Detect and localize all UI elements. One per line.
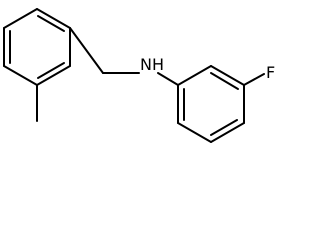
nitrogen-label: N bbox=[140, 55, 152, 74]
double-bond-ring1-bottom bbox=[37, 62, 65, 79]
double-bond-ring2-bottom bbox=[210, 119, 238, 136]
fluorine-bond bbox=[243, 73, 265, 86]
right-benzene-ring bbox=[177, 65, 245, 143]
double-bond-ring1-top bbox=[37, 15, 65, 32]
bond-ring1-d bbox=[3, 65, 38, 86]
bond-ring1-a bbox=[36, 8, 71, 29]
bond-ring2-d bbox=[210, 122, 245, 143]
left-benzene-ring bbox=[3, 8, 71, 86]
hydrogen-label: H bbox=[152, 55, 164, 74]
bond-ring2-e bbox=[177, 122, 212, 143]
bond-ring2-b bbox=[210, 65, 245, 86]
fluorine-label: F bbox=[266, 63, 275, 82]
n-aryl-bond bbox=[157, 72, 179, 86]
double-bond-ring2-top bbox=[210, 72, 239, 90]
bond-ring2-a bbox=[177, 65, 212, 86]
bond-ring1-c bbox=[36, 65, 71, 86]
bond-ring1-f bbox=[3, 8, 38, 29]
chemical-structure: NH F bbox=[3, 8, 275, 143]
benzyl-ch2-bond bbox=[69, 27, 104, 74]
nitrogen-hydrogen-label: NH bbox=[140, 55, 164, 74]
